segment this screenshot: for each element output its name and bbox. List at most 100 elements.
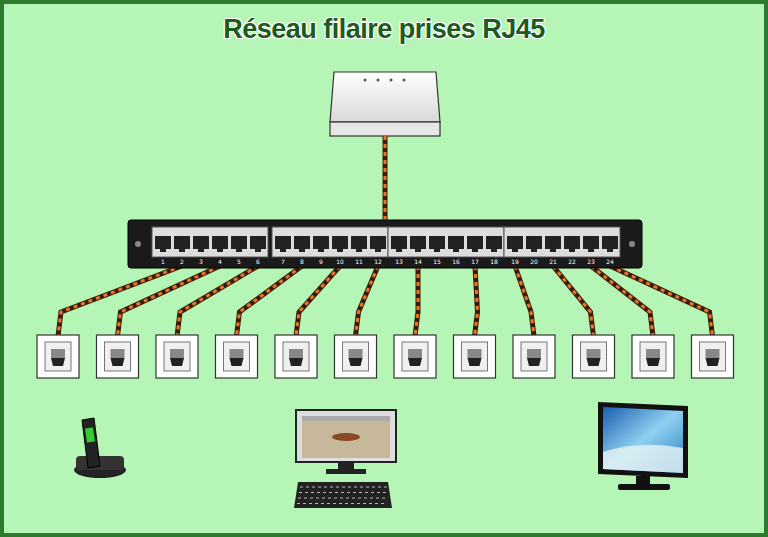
port-tab bbox=[356, 249, 362, 252]
cable-stripe bbox=[237, 266, 303, 336]
wall-socket bbox=[216, 335, 258, 378]
port-tab bbox=[531, 249, 537, 252]
port-number: 16 bbox=[449, 258, 463, 265]
socket-jack bbox=[587, 358, 601, 366]
cable bbox=[515, 266, 534, 336]
port bbox=[250, 236, 266, 249]
port bbox=[174, 236, 190, 249]
port-number: 10 bbox=[333, 258, 347, 265]
port-number: 13 bbox=[392, 258, 406, 265]
socket-jack bbox=[527, 358, 541, 366]
port bbox=[391, 236, 407, 249]
wall-sockets bbox=[37, 335, 734, 378]
cable-stripe bbox=[118, 266, 221, 336]
cable bbox=[383, 136, 388, 222]
cable-stripe bbox=[515, 266, 534, 336]
port-number: 14 bbox=[411, 258, 425, 265]
socket-cover bbox=[170, 349, 184, 358]
port bbox=[212, 236, 228, 249]
port bbox=[193, 236, 209, 249]
port bbox=[545, 236, 561, 249]
port-number: 3 bbox=[194, 258, 208, 265]
port-number: 6 bbox=[251, 258, 265, 265]
socket-jack bbox=[51, 358, 65, 366]
socket-face bbox=[224, 342, 250, 371]
socket-face bbox=[45, 342, 71, 371]
port-tab bbox=[160, 249, 166, 252]
cable-stripe bbox=[356, 266, 379, 336]
socket-jack bbox=[349, 358, 363, 366]
cable bbox=[475, 266, 478, 336]
port-tab bbox=[491, 249, 497, 252]
socket-face bbox=[283, 342, 309, 371]
port-tab bbox=[255, 249, 261, 252]
patch-panel bbox=[128, 220, 642, 268]
port-tab bbox=[434, 249, 440, 252]
port bbox=[583, 236, 599, 249]
port bbox=[294, 236, 310, 249]
port bbox=[351, 236, 367, 249]
socket-cover bbox=[349, 349, 363, 358]
cable-stripe bbox=[610, 266, 713, 336]
port-number: 20 bbox=[527, 258, 541, 265]
port-number: 24 bbox=[603, 258, 617, 265]
cable bbox=[415, 266, 418, 336]
port-tab bbox=[453, 249, 459, 252]
port bbox=[448, 236, 464, 249]
port-tab bbox=[415, 249, 421, 252]
socket-cover bbox=[51, 349, 65, 358]
socket-cover bbox=[111, 349, 125, 358]
port bbox=[231, 236, 247, 249]
cables bbox=[58, 136, 713, 336]
wall-socket bbox=[692, 335, 734, 378]
port-number: 22 bbox=[565, 258, 579, 265]
socket-cover bbox=[527, 349, 541, 358]
television bbox=[598, 402, 688, 490]
wall-socket bbox=[97, 335, 139, 378]
socket-cover bbox=[706, 349, 720, 358]
cable bbox=[610, 266, 713, 336]
socket-cover bbox=[646, 349, 660, 358]
port bbox=[486, 236, 502, 249]
wall-socket bbox=[513, 335, 555, 378]
wall-socket bbox=[632, 335, 674, 378]
port-number: 1 bbox=[156, 258, 170, 265]
port-number: 9 bbox=[314, 258, 328, 265]
cable-stripe bbox=[177, 266, 258, 336]
port-tab bbox=[337, 249, 343, 252]
port-number: 15 bbox=[430, 258, 444, 265]
port-tab bbox=[280, 249, 286, 252]
port bbox=[332, 236, 348, 249]
phone bbox=[74, 418, 126, 478]
port bbox=[429, 236, 445, 249]
cable bbox=[118, 266, 221, 336]
port-number: 8 bbox=[295, 258, 309, 265]
cable bbox=[553, 266, 594, 336]
socket-jack bbox=[170, 358, 184, 366]
socket-face bbox=[343, 342, 369, 371]
wall-socket bbox=[37, 335, 79, 378]
port-number: 7 bbox=[276, 258, 290, 265]
socket-cover bbox=[587, 349, 601, 358]
port bbox=[275, 236, 291, 249]
port bbox=[507, 236, 523, 249]
port-number: 23 bbox=[584, 258, 598, 265]
socket-jack bbox=[468, 358, 482, 366]
socket-face bbox=[581, 342, 607, 371]
port-number: 12 bbox=[371, 258, 385, 265]
socket-jack bbox=[289, 358, 303, 366]
port-block bbox=[504, 227, 620, 257]
wall-socket bbox=[156, 335, 198, 378]
wall-socket bbox=[573, 335, 615, 378]
socket-jack bbox=[646, 358, 660, 366]
cable-stripe bbox=[475, 266, 478, 336]
socket-face bbox=[521, 342, 547, 371]
port-tab bbox=[512, 249, 518, 252]
port-tab bbox=[179, 249, 185, 252]
cable-stripe bbox=[384, 136, 387, 222]
cable-stripe bbox=[553, 266, 594, 336]
port-number: 5 bbox=[232, 258, 246, 265]
port-block bbox=[388, 227, 504, 257]
port-tab bbox=[472, 249, 478, 252]
port-tab bbox=[607, 249, 613, 252]
